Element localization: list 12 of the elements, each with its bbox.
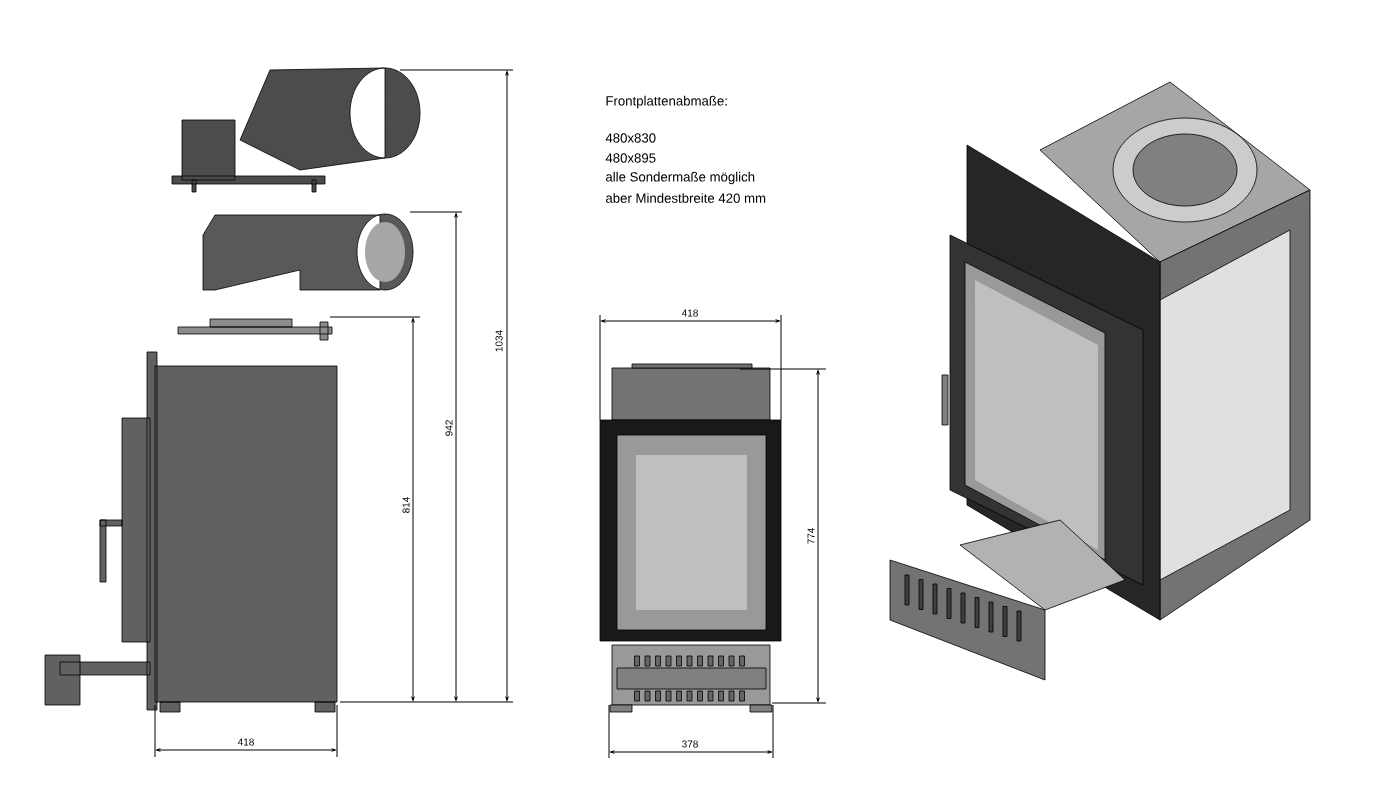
dimension-label: 418 <box>681 309 698 317</box>
dimension-label: 418 <box>237 738 254 746</box>
note-heading: Frontplattenabmaße: <box>606 95 727 109</box>
dimension-label: 1034 <box>495 330 503 352</box>
note-text: aber Mindestbreite 420 mm <box>606 193 766 203</box>
dimension-label: 378 <box>682 740 698 748</box>
note-text: 480x895 <box>605 153 656 163</box>
note-text: alle Sondermaße möglich <box>606 171 755 185</box>
dimension-label: 942 <box>445 420 453 436</box>
note-text: 480x830 <box>605 133 656 143</box>
dimension-label: 814 <box>402 496 410 513</box>
dimension-label: 774 <box>807 527 815 544</box>
